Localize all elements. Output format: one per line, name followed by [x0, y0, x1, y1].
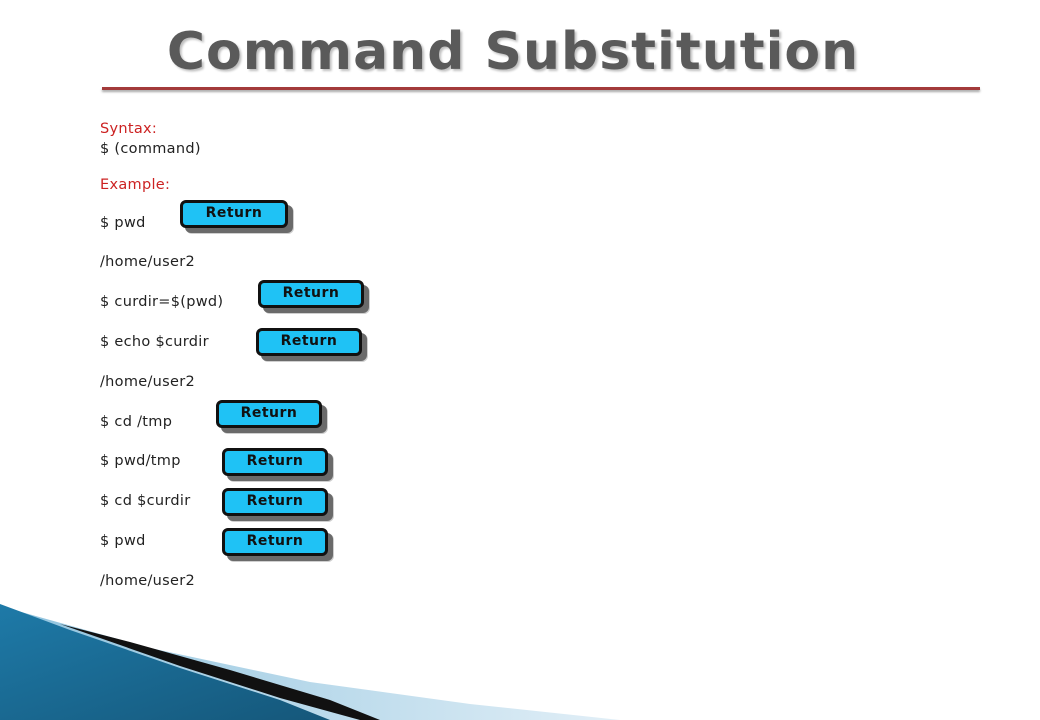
example-line-echo: $ echo $curdir	[100, 334, 209, 350]
example-line-output: /home/user2	[100, 374, 196, 390]
example-line-pwd: $ pwd	[100, 533, 146, 549]
return-button[interactable]: Return	[222, 448, 328, 476]
slide-title: Command Substitution	[166, 22, 860, 82]
return-button[interactable]: Return	[180, 200, 288, 228]
title-underline	[102, 87, 980, 90]
return-button[interactable]: Return	[216, 400, 322, 428]
example-line-output: /home/user2	[100, 254, 196, 270]
return-button[interactable]: Return	[256, 328, 362, 356]
example-line-curdir: $ curdir=$(pwd)	[100, 294, 224, 310]
example-line-cd-curdir: $ cd $curdir	[100, 493, 191, 509]
example-label: Example:	[100, 177, 171, 193]
return-button[interactable]: Return	[222, 528, 328, 556]
return-button[interactable]: Return	[258, 280, 364, 308]
example-line-output: /home/user2	[100, 573, 196, 589]
example-line-cd-tmp: $ cd /tmp	[100, 414, 173, 430]
black-stroke	[60, 624, 380, 720]
syntax-label: Syntax:	[100, 121, 158, 137]
syntax-text: $ (command)	[100, 141, 201, 157]
return-button[interactable]: Return	[222, 488, 328, 516]
dark-swoosh	[0, 604, 330, 720]
example-line-pwd: $ pwd	[100, 215, 146, 231]
example-line-pwd-tmp: $ pwd/tmp	[100, 453, 181, 469]
